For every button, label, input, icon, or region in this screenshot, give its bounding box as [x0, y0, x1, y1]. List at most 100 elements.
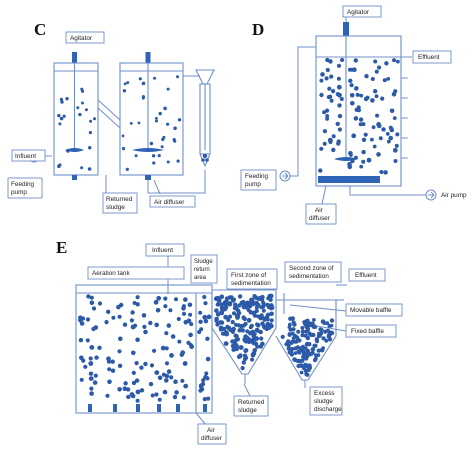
panel-e-second-zone-cone	[275, 299, 337, 381]
particle	[89, 371, 94, 376]
particle	[180, 378, 185, 383]
particle	[79, 377, 84, 382]
particle	[177, 339, 182, 344]
particle	[227, 301, 233, 306]
particle	[246, 317, 252, 323]
panel-c-letter: C	[34, 20, 46, 39]
particle	[287, 325, 292, 329]
particle	[93, 325, 99, 330]
particle	[363, 132, 368, 137]
particle	[202, 314, 208, 320]
particle	[176, 316, 181, 322]
particle	[198, 388, 203, 393]
particle	[396, 59, 400, 64]
particle	[134, 378, 140, 383]
particle	[215, 312, 221, 317]
particle	[325, 328, 330, 333]
particle	[223, 341, 229, 346]
particle	[151, 154, 156, 158]
particle	[359, 164, 364, 169]
panel-d-agitator-box	[342, 5, 382, 18]
particle	[327, 137, 333, 143]
particle	[359, 93, 364, 98]
particle	[350, 101, 355, 106]
particle	[353, 116, 359, 121]
particle	[349, 153, 353, 157]
particle	[153, 76, 157, 80]
particle	[158, 111, 162, 116]
particle	[187, 302, 193, 308]
panel-d-air-diffuser-label-1: Air	[315, 207, 324, 214]
particle	[183, 383, 189, 389]
particle	[206, 396, 211, 401]
particle	[111, 315, 116, 320]
particle	[148, 320, 153, 326]
particle	[354, 86, 359, 91]
panel-c-settler	[183, 69, 215, 168]
particle	[261, 324, 267, 329]
particle	[89, 386, 94, 391]
particle	[300, 326, 305, 330]
particle	[199, 327, 204, 332]
particle	[309, 333, 313, 337]
particle	[305, 335, 310, 341]
particle	[223, 314, 229, 320]
particle	[331, 134, 336, 139]
particle	[110, 368, 116, 373]
panel-d-particles	[318, 57, 400, 175]
particle	[248, 325, 253, 330]
particle	[164, 361, 170, 366]
particle	[137, 121, 141, 125]
panel-e-excess-sludge-label-2: sludge	[314, 398, 333, 405]
particle	[324, 76, 329, 81]
particle	[237, 294, 243, 299]
particle	[319, 92, 324, 98]
particle	[240, 366, 245, 371]
panel-d-letter: D	[252, 20, 264, 39]
particle	[188, 343, 193, 347]
particle	[321, 336, 326, 341]
particle	[340, 57, 345, 63]
particle	[315, 339, 320, 344]
particle	[132, 301, 137, 305]
particle	[222, 326, 227, 332]
panel-e-letter: E	[56, 238, 67, 257]
panel-e-particles	[78, 293, 335, 403]
particle	[155, 307, 161, 313]
particle	[309, 351, 314, 356]
particle	[327, 86, 332, 91]
particle	[299, 363, 304, 368]
particle	[138, 77, 142, 81]
particle	[163, 106, 167, 111]
particle	[336, 76, 341, 81]
particle	[328, 337, 333, 342]
particle	[202, 294, 207, 300]
particle	[215, 302, 220, 307]
particle	[231, 326, 236, 332]
panel-d-air-diffuser-box	[305, 203, 337, 225]
panel-c-feeding-pump-label-1: Feeding	[11, 181, 35, 188]
particle	[243, 348, 248, 353]
particle	[234, 334, 239, 339]
particle	[131, 370, 136, 375]
panel-e-movable-baffle-label: Movable baffle	[350, 307, 392, 314]
panel-e-air-diffuser-box	[197, 423, 227, 445]
particle	[94, 355, 99, 360]
particle	[89, 119, 93, 123]
particle	[241, 360, 246, 365]
particle	[126, 394, 131, 400]
particle	[157, 375, 163, 381]
particle	[380, 96, 385, 101]
particle	[105, 393, 110, 398]
particle	[293, 339, 298, 344]
particle	[242, 337, 247, 342]
particle	[317, 331, 321, 336]
particle	[201, 378, 206, 383]
particle	[117, 349, 122, 354]
particle	[149, 363, 155, 368]
particle	[135, 337, 140, 343]
particle	[117, 387, 122, 392]
particle	[318, 168, 323, 173]
particle	[331, 147, 336, 153]
